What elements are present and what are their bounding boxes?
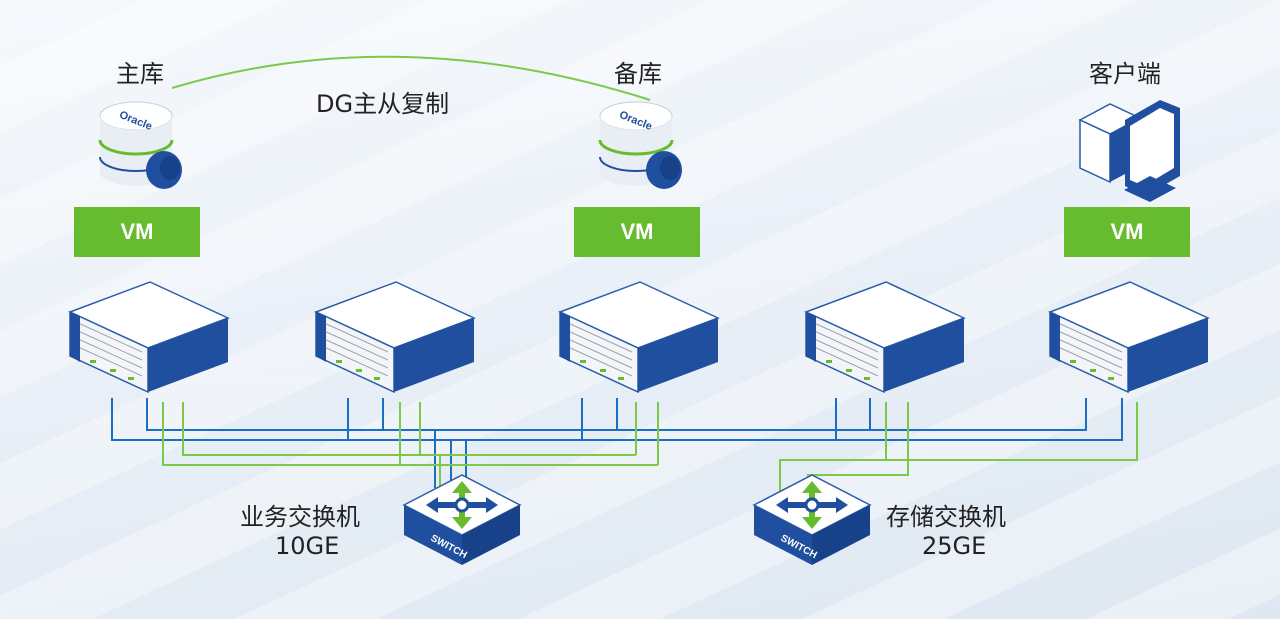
client-computer-icon bbox=[1078, 100, 1180, 202]
business-network-lines bbox=[111, 398, 1123, 488]
replication-label: DG主从复制 bbox=[316, 90, 450, 118]
standby-database-icon bbox=[598, 100, 684, 191]
server-1 bbox=[69, 281, 229, 393]
primary-label: 主库 bbox=[116, 60, 164, 88]
business-switch-speed: 10GE bbox=[275, 532, 340, 560]
vm-primary: VM bbox=[74, 207, 200, 257]
server-3 bbox=[559, 281, 719, 393]
storage-switch-name: 存储交换机 bbox=[886, 503, 1006, 531]
storage-switch-speed: 25GE bbox=[922, 532, 987, 560]
vm-client: VM bbox=[1064, 207, 1190, 257]
client-label: 客户端 bbox=[1089, 60, 1161, 88]
server-5 bbox=[1049, 281, 1209, 393]
replication-arc bbox=[171, 55, 651, 101]
vm-standby: VM bbox=[574, 207, 700, 257]
server-2 bbox=[315, 281, 475, 393]
standby-label: 备库 bbox=[614, 60, 662, 88]
server-4 bbox=[805, 281, 965, 393]
primary-database-icon bbox=[98, 100, 184, 191]
storage-network-lines bbox=[162, 402, 1138, 500]
business-switch-name: 业务交换机 bbox=[240, 503, 360, 531]
